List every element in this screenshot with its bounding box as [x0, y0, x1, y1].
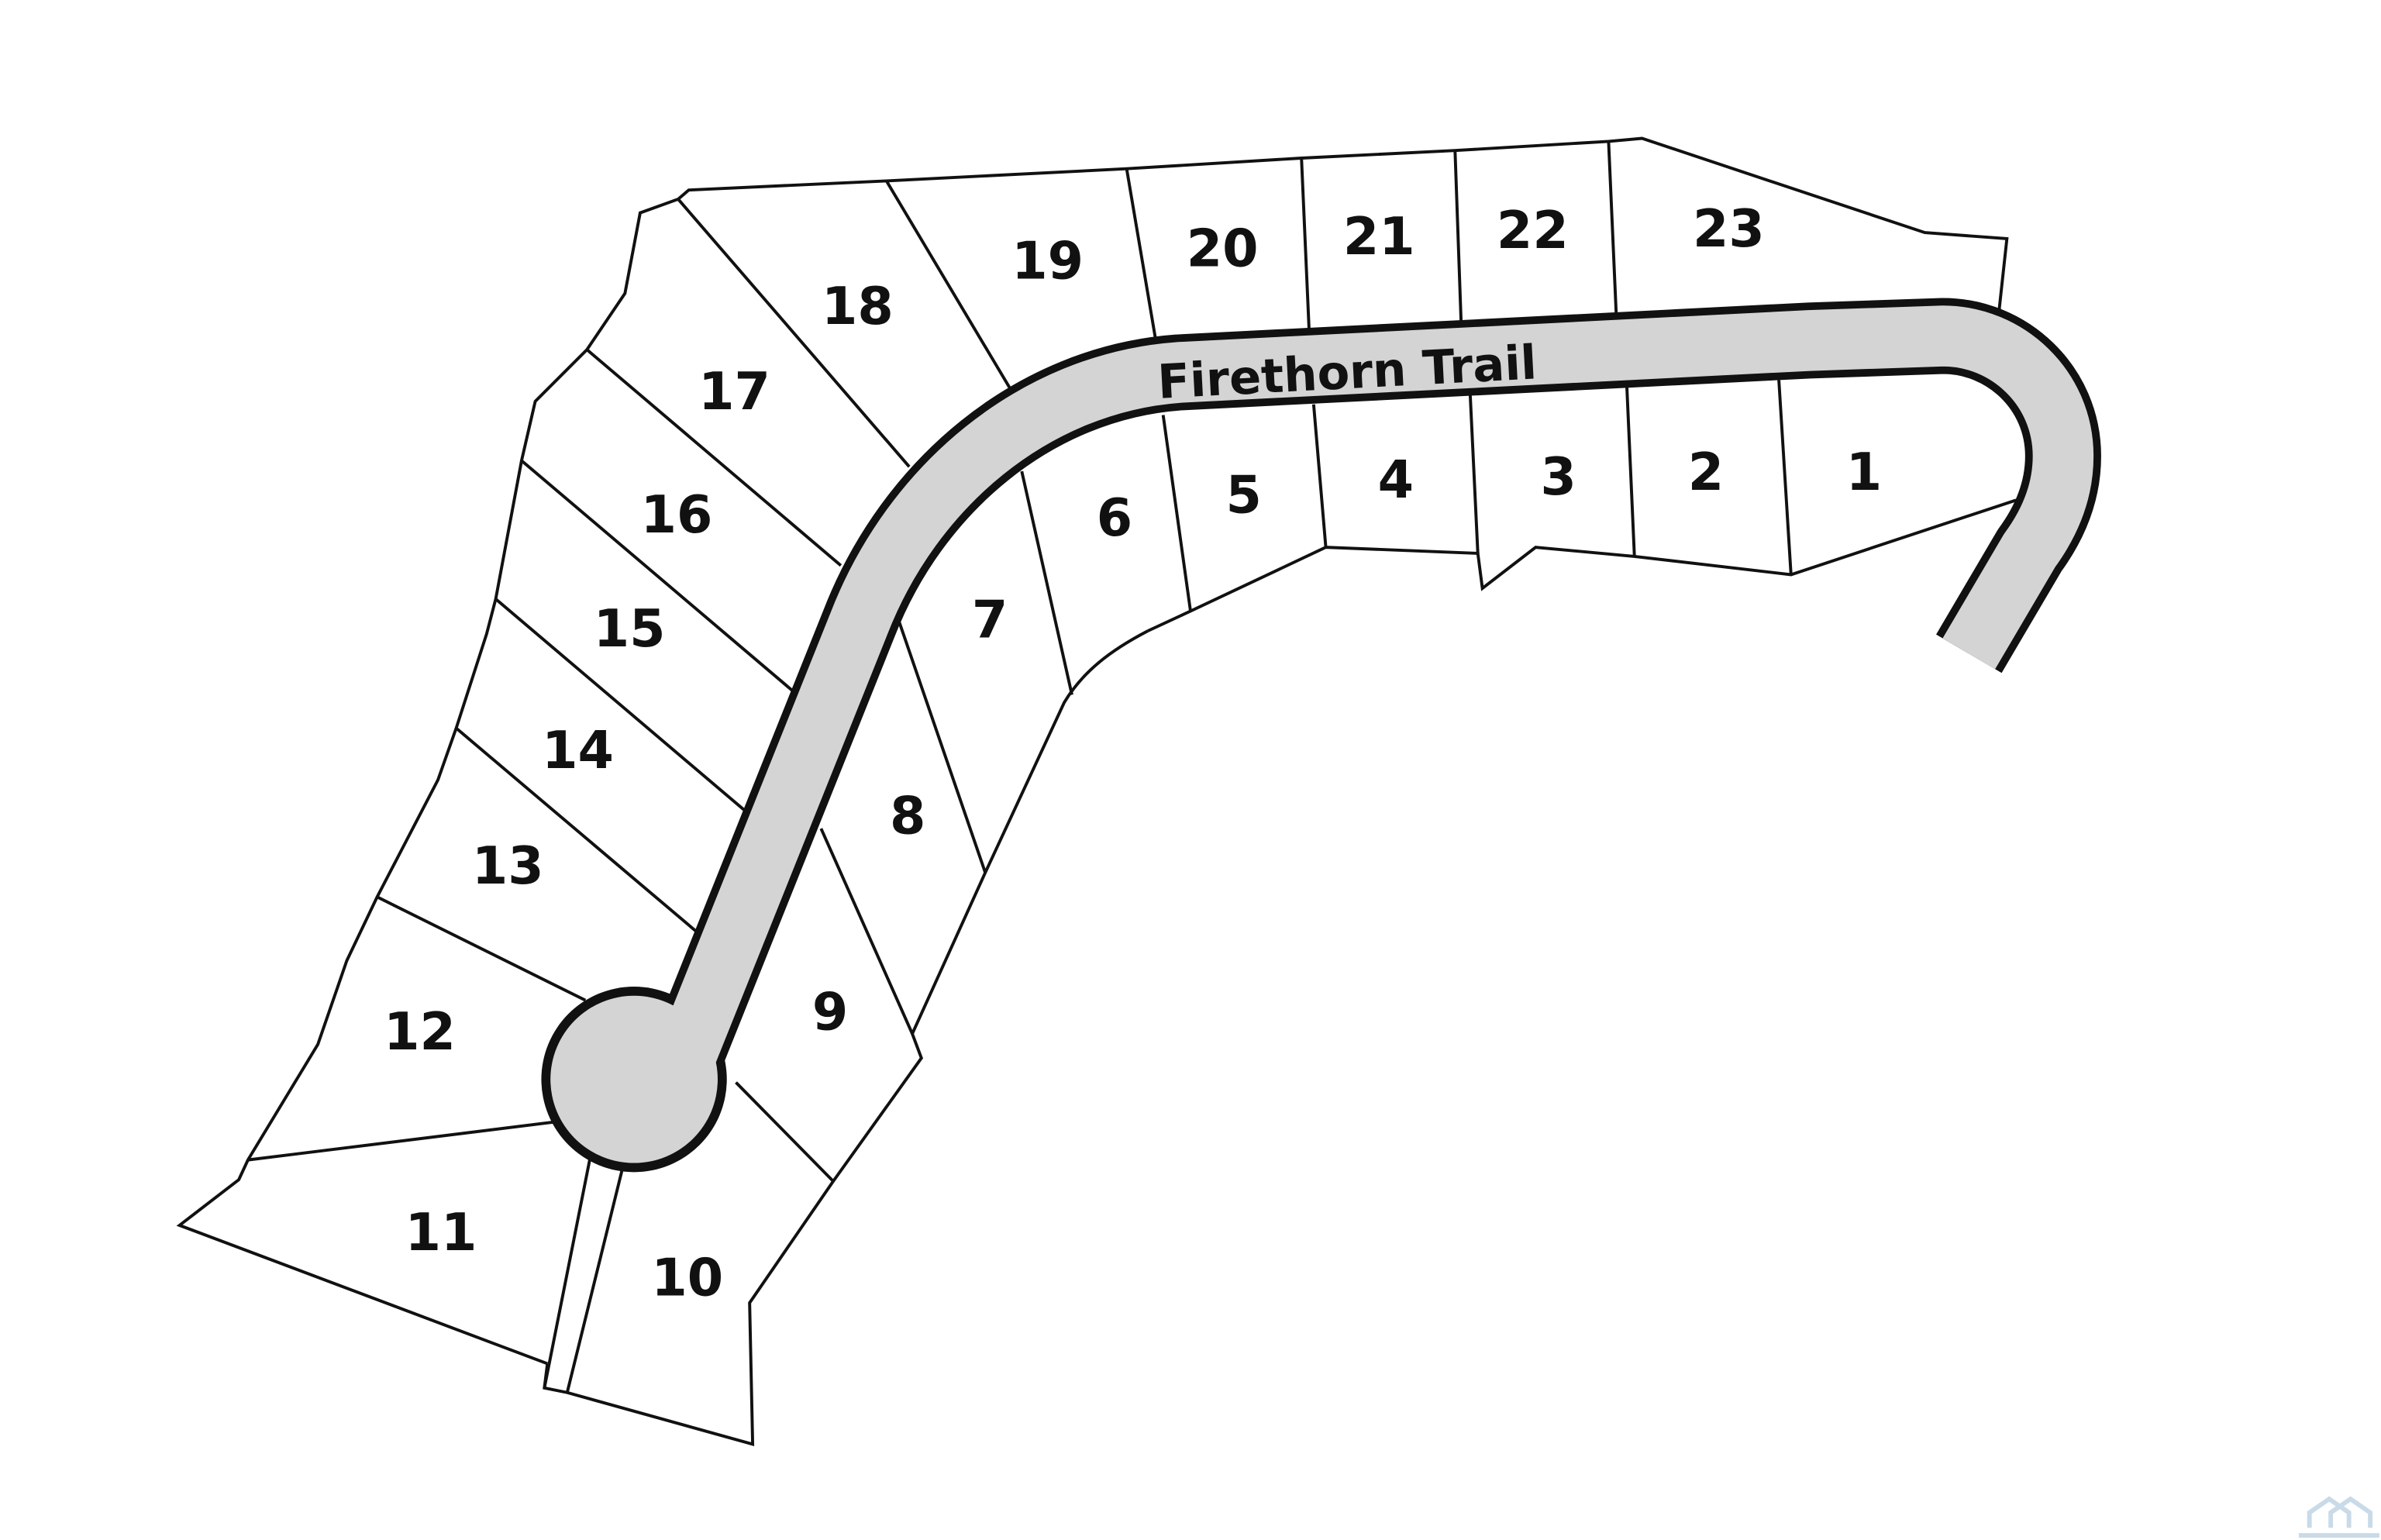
lot-label: 23 — [1693, 198, 1765, 259]
lot-label: 19 — [1011, 230, 1084, 291]
lot-line-20-21 — [1300, 157, 1311, 330]
lot-line-2-3 — [1625, 386, 1636, 556]
lot-label: 18 — [822, 276, 894, 336]
lot-label: 2 — [1688, 442, 1724, 502]
lot-label: 16 — [641, 484, 713, 545]
cul-de-sac-surface — [550, 995, 718, 1163]
lot-line-7-8 — [895, 615, 987, 873]
lot-labels: 1 2 3 4 5 6 7 8 9 10 11 12 13 14 15 16 1… — [384, 198, 1882, 1307]
road-surface — [640, 305, 2094, 1109]
lot-boundaries — [176, 136, 2017, 1447]
lot-label: 10 — [651, 1248, 723, 1308]
lot-line-8-9 — [819, 828, 914, 1035]
outer-boundary-curve — [543, 629, 1149, 1447]
lot-line-5-6 — [1161, 415, 1192, 612]
lot-line-4-5 — [1311, 404, 1328, 548]
lot-label: 11 — [405, 1202, 477, 1263]
road-firethorn-trail: Firethorn Trail — [541, 298, 2101, 1173]
lot-line-12-13 — [376, 895, 587, 1002]
lot-line-21-22 — [1453, 150, 1463, 322]
lot-line-6-7 — [1020, 470, 1073, 695]
lot-label: 5 — [1225, 464, 1261, 525]
lot-line-22-23 — [1607, 141, 1618, 314]
lot-label: 1 — [1846, 442, 1882, 502]
lot-label: 8 — [890, 785, 925, 846]
house-watermark-icon — [2298, 1496, 2379, 1538]
walkway-line-west — [543, 1158, 592, 1389]
lot-label: 20 — [1187, 219, 1259, 279]
lot-line-13-14 — [455, 727, 705, 939]
lot-label: 3 — [1540, 446, 1576, 507]
lot-line-19-20 — [1125, 168, 1157, 339]
lot-line-9-10 — [735, 1081, 835, 1183]
lot-label: 12 — [384, 1001, 456, 1062]
lot-line-14-15 — [494, 598, 749, 815]
lot-line-17-18 — [677, 198, 911, 468]
lot-label: 17 — [698, 361, 770, 422]
lot-label: 21 — [1343, 206, 1415, 267]
lot-line-1-2 — [1777, 380, 1793, 575]
lot-line-15-16 — [520, 459, 795, 693]
lot-line-16-17 — [586, 348, 842, 567]
lot-label: 22 — [1497, 200, 1569, 260]
lot-label: 13 — [472, 835, 544, 896]
walkway-line-east — [565, 1164, 625, 1394]
lot-label: 9 — [812, 981, 848, 1042]
lot-line-18-19 — [885, 180, 1011, 389]
lot-label: 6 — [1097, 487, 1132, 548]
lot-label: 15 — [594, 598, 666, 659]
lot-line-11-12 — [247, 1120, 556, 1162]
lot-label: 4 — [1378, 450, 1414, 510]
outer-boundary-south-east — [1147, 498, 2017, 632]
lot-label: 14 — [542, 720, 614, 780]
lot-line-3-4 — [1468, 394, 1480, 554]
lot-label: 7 — [972, 589, 1008, 649]
